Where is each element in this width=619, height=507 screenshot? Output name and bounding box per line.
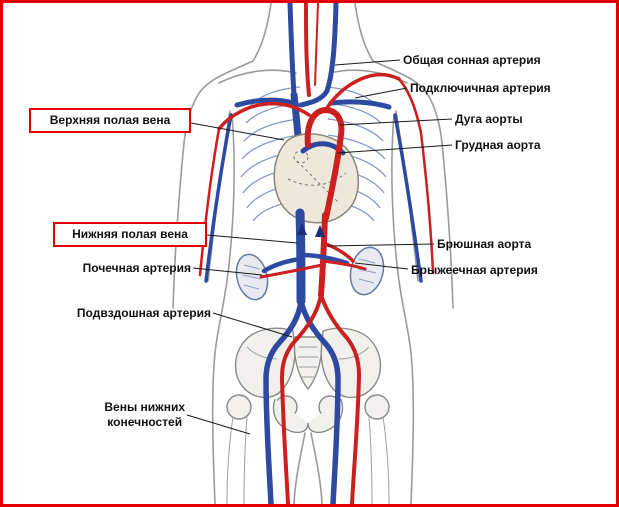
vein-network — [204, 3, 423, 283]
great-vessels — [259, 106, 367, 504]
flow-arrows — [297, 223, 325, 237]
kidney-right — [349, 246, 385, 296]
heart — [273, 133, 360, 224]
label-common-carotid: Общая сонная артерия — [403, 53, 541, 67]
label-thoracic-aorta: Грудная аорта — [455, 138, 541, 152]
label-inferior-vena-cava: Нижняя полая вена — [53, 222, 207, 247]
label-superior-vena-cava: Верхняя полая вена — [29, 108, 191, 133]
pelvis-bones — [226, 327, 390, 504]
kidney-left — [235, 253, 269, 301]
label-leg-veins-line1: Вены нижних — [104, 400, 185, 414]
artery-network — [198, 3, 435, 277]
label-iliac-artery: Подвздошная артерия — [76, 306, 211, 320]
label-abdominal-aorta: Брюшная аорта — [437, 237, 532, 251]
label-renal-artery: Почечная артерия — [82, 261, 191, 275]
label-mesenteric-artery: Брыжеечная артерия — [411, 263, 538, 277]
label-leg-veins-line2: конечностей — [107, 415, 183, 429]
label-leg-veins: Вены нижних конечностей — [104, 400, 185, 430]
anatomy-illustration — [172, 3, 454, 504]
label-subclavian-artery: Подключичная артерия — [410, 81, 551, 95]
leader-lines — [186, 59, 453, 435]
label-aortic-arch: Дуга аорты — [455, 112, 523, 126]
